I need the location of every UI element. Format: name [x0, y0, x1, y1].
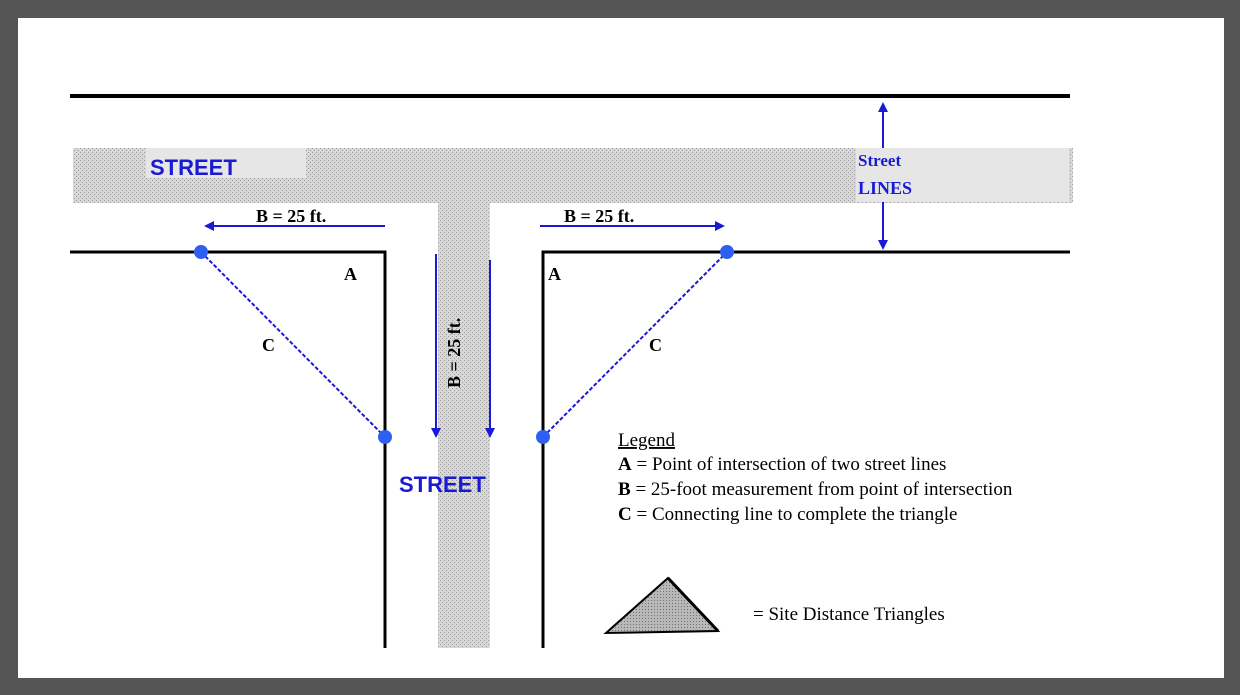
c-line-left	[200, 251, 386, 438]
triangle-shadow-line	[666, 576, 720, 633]
street-label-band	[146, 148, 306, 178]
legend-item-a: A = Point of intersection of two street …	[618, 454, 946, 475]
point-left-bottom	[378, 430, 392, 444]
legend-triangle-label: = Site Distance Triangles	[753, 604, 945, 625]
b-label-left: B = 25 ft.	[256, 206, 326, 226]
legend-item-b: B = 25-foot measurement from point of in…	[618, 479, 1013, 500]
a-label-left: A	[344, 264, 357, 284]
c-line-right	[542, 251, 728, 438]
b-label-right: B = 25 ft.	[564, 206, 634, 226]
street-label-top: STREET	[150, 155, 237, 180]
point-left-top	[194, 245, 208, 259]
street-line-left-corner	[70, 250, 387, 648]
sight-triangle-diagram: STREET STREET Street LINES B = 25 ft. B …	[70, 94, 1073, 648]
legend-item-c: C = Connecting line to complete the tria…	[618, 504, 957, 525]
diagram-frame: STREET STREET Street LINES B = 25 ft. B …	[18, 18, 1224, 678]
legend-title: Legend	[618, 430, 675, 451]
street-label-bottom: STREET	[399, 472, 486, 497]
a-label-right: A	[548, 264, 561, 284]
c-label-right: C	[649, 335, 662, 355]
b-label-vertical: B = 25 ft.	[444, 318, 464, 388]
street-band-vertical	[438, 203, 490, 648]
point-right-top	[720, 245, 734, 259]
street-lines-label-band	[856, 148, 1069, 202]
point-right-bottom	[536, 430, 550, 444]
c-label-left: C	[262, 335, 275, 355]
street-lines-label-2: LINES	[858, 178, 912, 198]
street-line-right-corner	[541, 250, 1070, 648]
site-distance-triangle-icon	[603, 576, 721, 635]
street-lines-label-1: Street	[858, 151, 901, 170]
